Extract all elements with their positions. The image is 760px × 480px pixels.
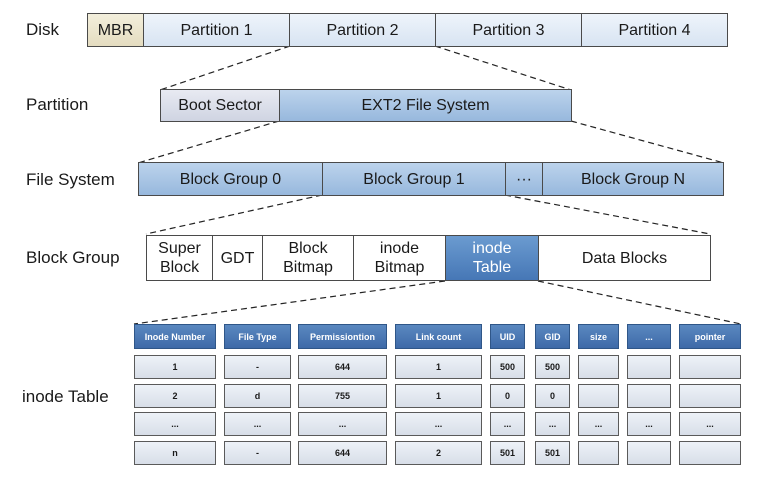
disk-mbr: MBR (87, 13, 144, 47)
table-cell (627, 384, 671, 408)
hdr-permission: Permissiontion (298, 324, 387, 349)
table-cell (679, 384, 741, 408)
fs-ellipsis: ··· (505, 162, 543, 196)
bg-gdt-label: GDT (220, 249, 255, 267)
hdr-ellipsis: ... (627, 324, 671, 349)
table-cell: 1 (395, 384, 482, 408)
bg-block-bitmap-line1: Block (288, 240, 328, 257)
label-block-group: Block Group (26, 248, 120, 267)
table-cell (627, 355, 671, 379)
fs-block-group-n: Block Group N (542, 162, 724, 196)
bg-inode-table-line1: inode (472, 240, 512, 257)
hdr-gid: GID (535, 324, 570, 349)
table-cell (627, 441, 671, 465)
table-cell: 501 (490, 441, 525, 465)
fs-block-group-0: Block Group 0 (138, 162, 323, 196)
bg-data-blocks-label: Data Blocks (581, 249, 668, 267)
table-cell: 500 (535, 355, 570, 379)
table-cell (578, 441, 619, 465)
table-cell: 500 (490, 355, 525, 379)
disk-partition-1: Partition 1 (143, 13, 290, 47)
table-cell: ... (490, 412, 525, 436)
bg-inode-bitmap-line1: inode (379, 240, 420, 257)
hdr-link-count: Link count (395, 324, 482, 349)
hdr-file-type: File Type (224, 324, 291, 349)
table-cell (679, 441, 741, 465)
disk-partition-4: Partition 4 (581, 13, 728, 47)
bg-super-block-line2: Block (159, 259, 200, 276)
table-cell: 755 (298, 384, 387, 408)
hdr-pointer: pointer (679, 324, 741, 349)
bg-inode-table-line2: Table (472, 259, 512, 276)
table-cell (578, 355, 619, 379)
table-cell: ... (224, 412, 291, 436)
bg-super-block: Super Block (146, 235, 213, 281)
fs-block-group-1: Block Group 1 (322, 162, 506, 196)
partition-ext2-file-system: EXT2 File System (279, 89, 572, 122)
connector-disk-left (159, 45, 291, 91)
bg-inode-bitmap-line2: Bitmap (374, 259, 425, 276)
table-cell: ... (535, 412, 570, 436)
bg-inode-table: inode Table (445, 235, 539, 281)
table-cell: - (224, 355, 291, 379)
connector-fs-left (145, 194, 323, 235)
label-file-system: File System (26, 170, 115, 189)
table-cell: 644 (298, 355, 387, 379)
table-cell: ... (134, 412, 216, 436)
table-cell: d (224, 384, 291, 408)
bg-data-blocks: Data Blocks (538, 235, 711, 281)
label-partition: Partition (26, 95, 89, 114)
bg-block-bitmap-line2: Bitmap (283, 259, 333, 276)
table-cell: 1 (134, 355, 216, 379)
table-cell: - (224, 441, 291, 465)
connector-partition-right (570, 120, 725, 164)
connector-fs-right (504, 194, 711, 235)
bg-super-block-line1: Super (158, 240, 201, 257)
table-cell: 2 (134, 384, 216, 408)
label-disk: Disk (26, 20, 60, 39)
hdr-inode-number: Inode Number (134, 324, 216, 349)
table-cell: 644 (298, 441, 387, 465)
label-inode-table: inode Table (22, 387, 109, 406)
connector-disk-right (434, 45, 572, 91)
table-cell (679, 355, 741, 379)
hdr-uid: UID (490, 324, 525, 349)
bg-inode-bitmap: inode Bitmap (353, 235, 446, 281)
disk-partition-2: Partition 2 (289, 13, 436, 47)
partition-boot-sector: Boot Sector (160, 89, 280, 122)
connector-partition-left (137, 120, 280, 164)
table-cell: ... (298, 412, 387, 436)
table-cell: 0 (490, 384, 525, 408)
table-cell: 501 (535, 441, 570, 465)
table-cell: n (134, 441, 216, 465)
connector-bg-left (133, 280, 446, 325)
table-cell: ... (679, 412, 741, 436)
table-cell: 2 (395, 441, 482, 465)
hdr-size: size (578, 324, 619, 349)
table-cell (578, 384, 619, 408)
disk-partition-3: Partition 3 (435, 13, 582, 47)
table-cell: ... (578, 412, 619, 436)
bg-block-bitmap: Block Bitmap (262, 235, 354, 281)
table-cell: 1 (395, 355, 482, 379)
table-cell: ... (395, 412, 482, 436)
table-cell: ... (627, 412, 671, 436)
connector-bg-right (537, 280, 742, 325)
bg-gdt: GDT (212, 235, 263, 281)
table-cell: 0 (535, 384, 570, 408)
